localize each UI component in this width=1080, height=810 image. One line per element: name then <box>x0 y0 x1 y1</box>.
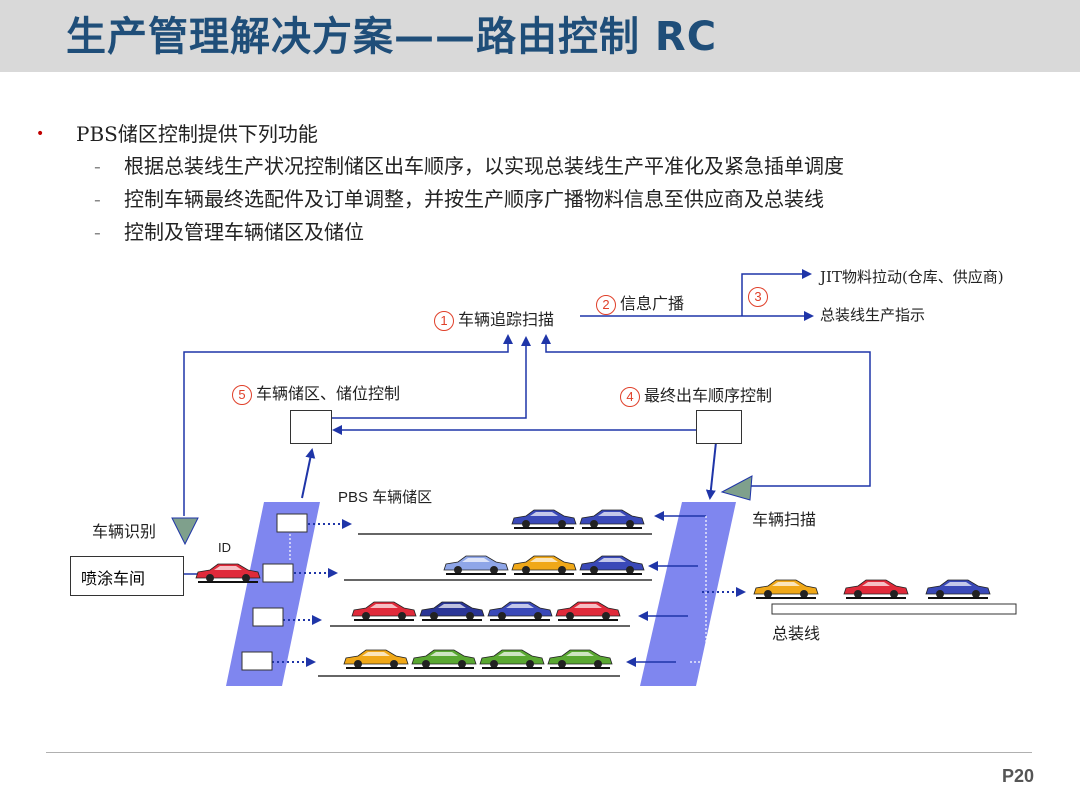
bullet-main: PBS储区控制提供下列功能 <box>76 122 318 146</box>
pbs-label: PBS 车辆储区 <box>338 489 433 506</box>
storage-control-box <box>290 410 332 444</box>
jit-label: JIT物料拉动(仓库、供应商) <box>820 268 1004 286</box>
step4-text: 最终出车顺序控制 <box>644 386 773 405</box>
step4-number: 4 <box>620 386 640 407</box>
bullet-sub-1-text: 根据总装线生产状况控制储区出车顺序，以实现总装线生产平准化及紧急插单调度 <box>124 154 844 178</box>
bullet-sub-2-text: 控制车辆最终选配件及订单调整，并按生产顺序广播物料信息至供应商及总装线 <box>124 187 824 211</box>
car-icon <box>195 563 261 583</box>
car-icon <box>579 555 645 575</box>
step2-number: 2 <box>596 294 616 315</box>
title-bar: 生产管理解决方案——路由控制 RC <box>0 0 1080 72</box>
car-icon <box>411 649 477 669</box>
bullet-sub-3-text: 控制及管理车辆储区及储位 <box>124 220 364 244</box>
slot-box <box>241 651 273 671</box>
sequence-control-box <box>696 410 742 444</box>
vehicle-scan-label: 车辆扫描 <box>752 510 817 529</box>
dash-icon: - <box>94 220 101 244</box>
vehicle-scan-marker-icon <box>720 475 753 501</box>
slot-box <box>276 513 308 533</box>
paint-shop-label: 喷涂车间 <box>81 569 146 588</box>
id-label: ID <box>218 540 231 555</box>
step5-text: 车辆储区、储位控制 <box>256 384 401 403</box>
page-number: P20 <box>1001 766 1034 786</box>
footer-divider <box>46 752 1032 753</box>
bullet-icon: • <box>36 126 45 142</box>
car-icon <box>351 601 417 621</box>
bullet-sub-1: -根据总装线生产状况控制储区出车顺序，以实现总装线生产平准化及紧急插单调度 <box>94 150 844 179</box>
vehicle-id-label: 车辆识别 <box>92 522 157 541</box>
car-icon <box>753 579 819 599</box>
car-icon <box>511 555 577 575</box>
cars-layer <box>195 509 991 669</box>
slot-box <box>262 563 294 583</box>
flow-arrow-id-to-scan <box>183 334 513 516</box>
pbs-exit-panel <box>640 502 736 686</box>
car-icon <box>487 601 553 621</box>
flow-arrow-entry-to-box5 <box>301 448 316 499</box>
bullet-sub-3: -控制及管理车辆储区及储位 <box>94 216 364 245</box>
car-icon <box>579 509 645 529</box>
car-icon <box>547 649 613 669</box>
assembly-instr-label: 总装线生产指示 <box>820 306 926 324</box>
exit-panel-dotted-path <box>690 516 707 663</box>
paint-shop-box: 喷涂车间 <box>70 556 184 596</box>
car-icon <box>511 509 577 529</box>
step1-number: 1 <box>434 310 454 331</box>
vehicle-id-marker-icon <box>171 517 199 546</box>
bullet-sub-2: -控制车辆最终选配件及订单调整，并按生产顺序广播物料信息至供应商及总装线 <box>94 183 824 212</box>
assembly-line-label: 总装线 <box>772 624 821 643</box>
step3-number: 3 <box>748 286 768 307</box>
step3-label: 3 <box>748 286 772 307</box>
flow-arrow-scan-to-tracking <box>541 334 871 487</box>
flow-arrow-jit <box>741 269 812 316</box>
car-icon <box>443 555 509 575</box>
dash-icon: - <box>94 154 101 178</box>
flow-arrow-box4-to-exit <box>705 441 717 500</box>
page-title: 生产管理解决方案——路由控制 RC <box>66 14 718 60</box>
car-icon <box>419 601 485 621</box>
car-icon <box>479 649 545 669</box>
assembly-line-bar <box>771 603 1017 615</box>
slot-box <box>252 607 284 627</box>
step2-text: 信息广播 <box>620 294 685 313</box>
step5-number: 5 <box>232 384 252 405</box>
pbs-entry-panel <box>226 502 320 686</box>
car-icon <box>843 579 909 599</box>
car-icon <box>555 601 621 621</box>
dash-icon: - <box>94 187 101 211</box>
flow-arrow-box5-to-tracking <box>330 336 531 419</box>
car-icon <box>343 649 409 669</box>
step1-text: 车辆追踪扫描 <box>458 310 555 329</box>
car-icon <box>925 579 991 599</box>
